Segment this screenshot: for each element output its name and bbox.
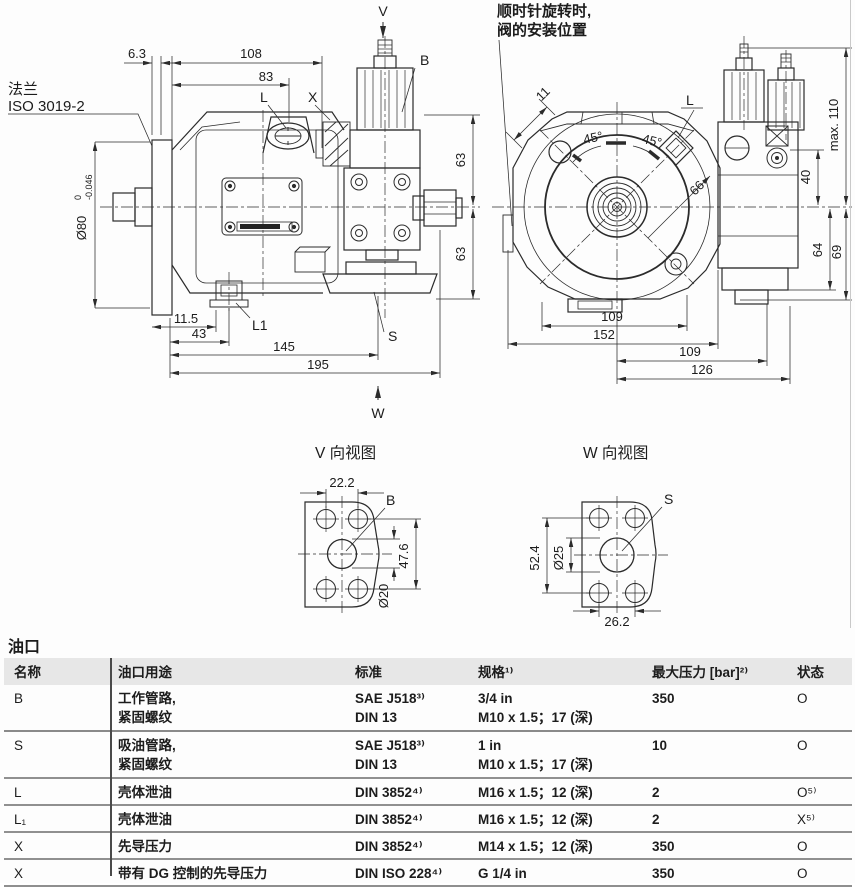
view-v-drawing: V 向视图 22.2 B 47.6 Ø20 [298,444,421,613]
view-w-dimensions [542,506,663,617]
dim-63-upper: 63 [453,153,468,167]
dim-6-3: 6.3 [128,46,146,61]
header-size: 规格¹⁾ [478,665,514,680]
header-standard: 标准 [355,665,382,680]
label-view-w: W [371,405,385,421]
header-state: 状态 [797,665,824,680]
dim-69: 69 [829,245,844,259]
dim-126: 126 [691,362,713,377]
cw-note-line1: 顺时针旋转时, [497,2,591,20]
dim-40: 40 [798,170,813,184]
label-port-s-vieww: S [664,491,673,507]
mounting-flange [151,139,173,316]
lower-right-port [664,252,688,276]
front-view-drawing: 顺时针旋转时, 阀的安装位置 11 45° 45° 66 L max. 110 … [492,2,852,384]
dim-shaft-diameter: Ø80 0 -0.046 [73,174,94,240]
nameplate-pad [221,177,303,236]
dim-max-110: max. 110 [826,99,841,152]
label-port-s-side: S [388,328,397,344]
side-view-dimensions [8,22,480,400]
table-row-port-l: L 壳体泄油 DIN 3852⁴⁾ M16 x 1.5；12 (深) 2 O⁵⁾ [4,777,852,804]
svg-text:-0.046: -0.046 [84,174,94,200]
header-pressure: 最大压力 [bar]²⁾ [652,665,749,680]
centerlines [100,36,480,318]
dim-108: 108 [240,46,262,61]
dim-52-4: 52.4 [527,545,542,570]
flange-note-line2: ISO 3019-2 [8,98,85,115]
label-port-b-side: B [420,52,429,68]
side-view-drawing: 法兰 ISO 3019-2 6.3 108 83 Ø80 0 -0.046 63… [8,3,480,421]
ports-table-title: 油口 [8,639,41,656]
label-port-l-side: L [260,89,268,105]
view-w-drawing: W 向视图 52.4 Ø25 26.2 S [527,444,673,629]
dim-45-right: 45° [641,131,664,150]
dim-109-right: 109 [679,344,701,359]
dim-47-6: 47.6 [396,543,411,568]
dim-145: 145 [273,339,295,354]
front-housing [502,111,721,313]
dim-63-lower: 63 [453,247,468,261]
cw-note-line2: 阀的安装位置 [497,21,587,39]
svg-text:0: 0 [73,195,83,200]
port-x-fitting [315,121,351,167]
dim-109-bottom: 109 [601,309,623,324]
port-l-boss [262,116,315,154]
view-w-flange [581,501,657,608]
front-valve-block [717,43,805,305]
technical-drawing: 法兰 ISO 3019-2 6.3 108 83 Ø80 0 -0.046 63… [8,2,852,629]
view-v-dimensions [300,489,421,590]
dim-11-5: 11.5 [174,311,198,326]
header-usage: 油口用途 [118,665,172,680]
view-w-bore [599,537,635,573]
view-v-flange [304,501,380,608]
view-w-title: W 向视图 [583,444,648,462]
upper-left-port [548,140,572,164]
table-column-divider [110,658,112,876]
view-v-bolt-holes [313,506,371,602]
flange-note-line1: 法兰 [8,81,38,98]
view-v-bore [326,538,358,570]
dim-64: 64 [810,243,825,257]
table-row-port-x-pilot: X 先导压力 DIN 3852⁴⁾ M14 x 1.5；12 (深) 350 O [4,831,852,858]
table-row-port-l1: L₁ 壳体泄油 DIN 3852⁴⁾ M16 x 1.5；12 (深) 2 X⁵… [4,804,852,831]
label-port-l1-side: L1 [252,317,268,333]
dim-66: 66 [686,177,707,198]
ports-table: 名称 油口用途 标准 规格¹⁾ 最大压力 [bar]²⁾ 状态 B 工作管路,紧… [4,658,852,887]
control-valve [343,39,421,261]
table-row-port-x-dg: X 带有 DG 控制的先导压力 DIN ISO 228⁴⁾ G 1/4 in 3… [4,858,852,885]
port-b-fitting [412,189,463,227]
dim-dia-20: Ø20 [376,584,391,609]
page-edge-line [850,0,851,628]
ports-table-header: 名称 油口用途 标准 规格¹⁾ 最大压力 [bar]²⁾ 状态 [4,658,852,685]
svg-text:Ø80: Ø80 [74,216,89,241]
label-port-x-side: X [308,89,318,105]
label-port-l-front: L [686,92,694,108]
dim-83: 83 [259,69,273,84]
dim-11: 11 [533,84,553,104]
dim-45-left: 45° [582,128,604,147]
dim-195: 195 [307,357,329,372]
pump-casing [171,111,345,294]
dim-26-2: 26.2 [604,614,629,629]
dim-152: 152 [593,327,615,342]
port-l1-fitting [209,280,249,308]
suction-flange [294,246,438,294]
angle-dimension-marks [571,141,661,163]
label-view-v: V [378,3,388,19]
label-port-b-viewv: B [386,492,395,508]
dim-43: 43 [192,326,206,341]
header-name: 名称 [14,665,41,680]
port-l-front-plug [658,130,694,166]
bottom-drain-plug [567,298,623,313]
dim-dia-25: Ø25 [551,546,566,571]
dim-22-2: 22.2 [329,475,354,490]
front-view-dimensions [498,39,852,384]
view-v-title: V 向视图 [315,444,376,462]
